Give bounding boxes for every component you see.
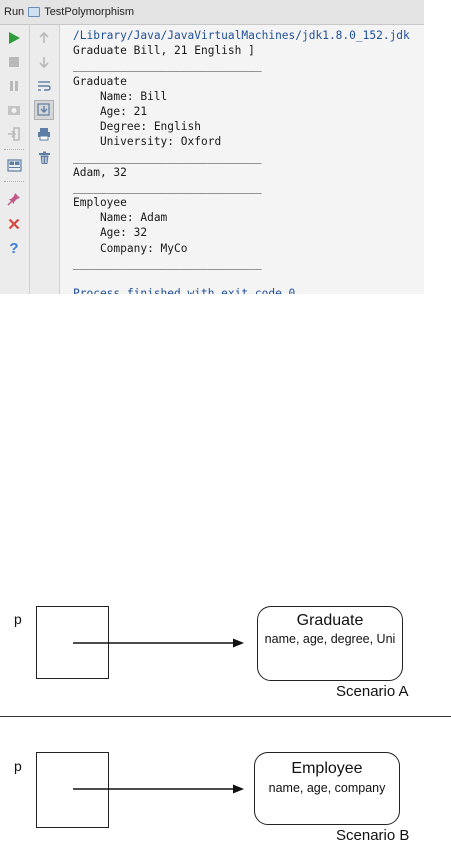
toolbar-separator — [4, 181, 24, 182]
console-line: Adam, 32 — [73, 165, 127, 179]
scenario-b-object-box: Employee name, age, company — [254, 752, 400, 825]
camera-icon — [8, 106, 20, 115]
up-button[interactable] — [34, 28, 54, 48]
layout-icon — [6, 158, 22, 172]
console-line: Process finished with exit code 0 — [73, 287, 296, 294]
run-config-icon — [28, 7, 41, 17]
up-arrow-icon — [39, 32, 49, 43]
console-line: ____________________________ — [73, 180, 262, 194]
stop-button[interactable] — [4, 52, 24, 72]
console-line: Age: 32 — [73, 226, 148, 240]
scroll-to-end-icon — [37, 103, 50, 116]
console-line: Employee — [73, 196, 127, 210]
scenario-a-object-title: Graduate — [296, 612, 364, 629]
dump-threads-button[interactable] — [4, 100, 24, 120]
console-line: /Library/Java/JavaVirtualMachines/jdk1.8… — [73, 29, 410, 42]
layout-button[interactable] — [4, 155, 24, 175]
scenario-b-object-title: Employee — [291, 760, 363, 777]
soft-wrap-icon — [38, 81, 51, 91]
scenario-a-variable-label: p — [14, 611, 22, 627]
console-line: Name: Adam — [73, 211, 168, 225]
run-icon — [9, 32, 20, 44]
scenario-a-object-box: Graduate name, age, degree, Uni — [257, 606, 403, 681]
scenario-a-object-fields: name, age, degree, Uni — [264, 632, 396, 646]
pause-button[interactable] — [4, 76, 24, 96]
down-arrow-icon — [39, 57, 49, 68]
console-output[interactable]: /Library/Java/JavaVirtualMachines/jdk1.8… — [60, 25, 424, 294]
scenario-a-caption: Scenario A — [336, 683, 409, 700]
scroll-to-end-button[interactable] — [34, 100, 54, 120]
console-line: ____________________________ — [73, 59, 262, 73]
console-line: Graduate Bill, 21 English ] — [73, 44, 255, 58]
pin-icon — [7, 193, 20, 206]
trash-icon — [38, 151, 50, 164]
close-button[interactable] — [4, 214, 24, 234]
console-text: /Library/Java/JavaVirtualMachines/jdk1.8… — [60, 25, 424, 294]
console-line: Age: 21 — [73, 104, 148, 118]
print-icon — [38, 128, 50, 141]
console-line: ____________________________ — [73, 256, 262, 270]
run-button[interactable] — [4, 28, 24, 48]
scenario-b-variable-label: p — [14, 758, 22, 774]
scenario-divider — [0, 716, 451, 717]
console-line: Degree: English — [73, 120, 201, 134]
exit-icon — [8, 127, 20, 141]
console-line: Company: MyCo — [73, 241, 188, 255]
scenario-b-reference-box — [36, 752, 109, 828]
run-config-tab[interactable]: TestPolymorphism — [28, 6, 134, 18]
console-line: University: Oxford — [73, 135, 222, 149]
clear-all-button[interactable] — [34, 148, 54, 168]
run-config-name: TestPolymorphism — [44, 6, 135, 18]
down-button[interactable] — [34, 52, 54, 72]
toolbar-separator — [4, 149, 24, 150]
console-line: Graduate — [73, 74, 127, 88]
scenario-b-object-fields: name, age, company — [268, 781, 386, 795]
soft-wrap-button[interactable] — [34, 76, 54, 96]
run-toolbar-right — [30, 25, 60, 294]
print-button[interactable] — [34, 124, 54, 144]
help-icon: ? — [9, 239, 19, 257]
run-tab-label[interactable]: Run — [4, 6, 25, 18]
run-toolbar-left: ? — [0, 25, 30, 294]
console-line: ____________________________ — [73, 150, 262, 164]
help-button[interactable]: ? — [4, 238, 24, 258]
pin-button[interactable] — [4, 189, 24, 209]
close-icon — [8, 218, 20, 230]
run-tab-bar: Run TestPolymorphism — [0, 0, 424, 25]
stop-icon — [9, 57, 19, 67]
scenario-b-caption: Scenario B — [336, 827, 410, 844]
pause-icon — [10, 81, 18, 91]
run-tool-window: Run TestPolymorphism — [0, 0, 424, 294]
console-line: Name: Bill — [73, 89, 168, 103]
exit-button[interactable] — [4, 124, 24, 144]
